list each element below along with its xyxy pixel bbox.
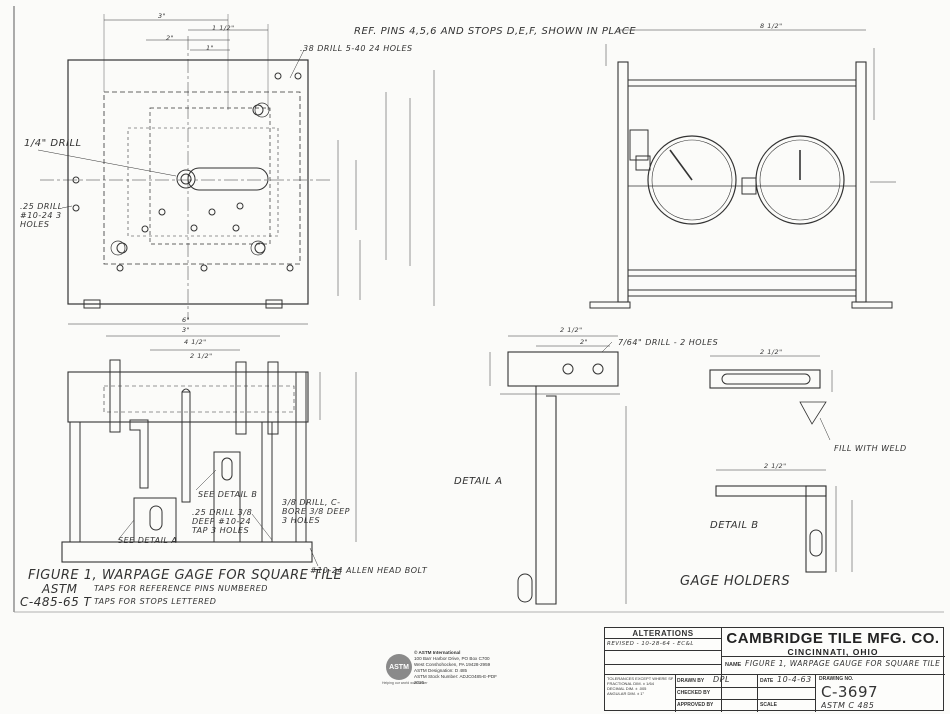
figure-caption-taps-lettered: TAPS FOR STOPS LETTERED bbox=[94, 597, 217, 606]
note-drill-25-deep: .25 DRILL 3/8 DEEP #10-24 TAP 3 HOLES bbox=[192, 508, 253, 535]
tolerance-2: FRACTIONAL DIM. ± 1/64 bbox=[607, 681, 654, 686]
figure-caption-line1: FIGURE 1, WARPAGE GAGE FOR SQUARE TILE bbox=[28, 568, 343, 583]
title-block: ALTERATIONS REVISED - 10-28-64 - EC&L CA… bbox=[604, 627, 945, 712]
note-allen-bolt: #10-24 ALLEN HEAD BOLT bbox=[310, 566, 428, 575]
dim-top-2: 2" bbox=[166, 34, 175, 42]
figure-caption-c485: C-485-65 T bbox=[20, 595, 92, 609]
dim-width-3: 3" bbox=[182, 326, 191, 334]
drawn-by-value: DPL bbox=[713, 675, 730, 684]
company-name: CAMBRIDGE TILE MFG. CO. bbox=[726, 630, 940, 647]
astm-credit-2: 100 Barr Harbor Drive, PO Box C700 bbox=[414, 656, 490, 661]
note-fill-weld: FILL WITH WELD bbox=[834, 444, 907, 453]
drawing-no-value: C-3697 bbox=[821, 683, 879, 701]
scale-label: SCALE bbox=[760, 702, 777, 708]
astm-tagline: Helping our world work better bbox=[382, 681, 428, 685]
tolerances: TOLERANCES EXCEPT WHERE SPECIFIED: FRACT… bbox=[607, 676, 673, 696]
dim-detail-b-2-half: 2 1/2" bbox=[760, 348, 783, 356]
tolerance-3: DECIMAL DIM. ± .005 bbox=[607, 686, 647, 691]
note-drill-2holes: 7/64" DRILL - 2 HOLES bbox=[618, 338, 719, 347]
dim-detail-a-2: 2" bbox=[580, 338, 589, 346]
drawn-by-label: DRAWN BY bbox=[677, 678, 705, 684]
note-see-detail-b: SEE DETAIL B bbox=[198, 490, 258, 499]
astm-ref: ASTM C 485 bbox=[821, 701, 875, 710]
approved-by-label: APPROVED BY bbox=[677, 702, 714, 708]
date-value: 10-4-63 bbox=[777, 675, 812, 684]
astm-credit-6: 2021 bbox=[414, 680, 425, 685]
dim-top-1: 1" bbox=[206, 44, 215, 52]
note-drill-quarter: 1/4" DRILL bbox=[24, 138, 82, 149]
label-detail-a: DETAIL A bbox=[454, 476, 503, 487]
checked-by-label: CHECKED BY bbox=[677, 690, 711, 696]
tolerance-1: TOLERANCES EXCEPT WHERE SPECIFIED: bbox=[607, 676, 673, 681]
note-drill-cbore: 3/8 DRILL, C-BORE 3/8 DEEP 3 HOLES bbox=[282, 498, 350, 525]
astm-logo: ASTM bbox=[386, 654, 412, 680]
figure-caption-astm: ASTM bbox=[42, 582, 78, 596]
dim-top-3: 3" bbox=[158, 12, 167, 20]
astm-credit-5: ASTM Stock Number: ADJC0485-E-PDF bbox=[414, 674, 497, 679]
note-drill-25: .25 DRILL #10-24 3 HOLES bbox=[20, 202, 63, 229]
alterations-revised: REVISED - 10-28-64 - EC&L bbox=[607, 641, 694, 647]
astm-credit-3: West Conshohocken, PA 19428-2959 bbox=[414, 662, 491, 667]
astm-credit-1: © ASTM International bbox=[414, 650, 461, 655]
drawing-no-label: DRAWING NO. bbox=[819, 676, 854, 682]
dim-detail-b-2-half-b: 2 1/2" bbox=[764, 462, 787, 470]
dim-top-1-half: 1 1/2" bbox=[212, 24, 235, 32]
dim-detail-a-2-half: 2 1/2" bbox=[560, 326, 583, 334]
figure-caption-taps-numbered: TAPS FOR REFERENCE PINS NUMBERED bbox=[94, 584, 268, 593]
company-city: CINCINNATI, OHIO bbox=[787, 647, 879, 657]
astm-credit-4: ASTM Designation: D 485 bbox=[414, 668, 468, 673]
note-ref-pins: REF. PINS 4,5,6 AND STOPS D,E,F, SHOWN I… bbox=[354, 26, 637, 37]
label-gage-holders: GAGE HOLDERS bbox=[680, 574, 791, 589]
dim-width-6: 6" bbox=[182, 316, 191, 324]
note-see-detail-a: SEE DETAIL A bbox=[118, 536, 178, 545]
dim-width-4-half: 4 1/2" bbox=[184, 338, 207, 346]
dim-right-8-half: 8 1/2" bbox=[760, 22, 783, 30]
name-value: FIGURE 1, WARPAGE GAUGE FOR SQUARE TILE bbox=[745, 659, 941, 668]
tolerance-4: ANGULAR DIM. ± 1° bbox=[607, 691, 645, 696]
astm-credit: © ASTM International 100 Barr Harbor Dri… bbox=[414, 650, 497, 686]
label-detail-b: DETAIL B bbox=[710, 520, 759, 531]
alterations-header: ALTERATIONS bbox=[632, 629, 694, 638]
name-label: NAME bbox=[725, 662, 742, 668]
dim-width-2-half: 2 1/2" bbox=[190, 352, 213, 360]
note-drill-38: .38 DRILL 5-40 24 HOLES bbox=[300, 44, 413, 53]
date-label: DATE bbox=[760, 678, 774, 684]
